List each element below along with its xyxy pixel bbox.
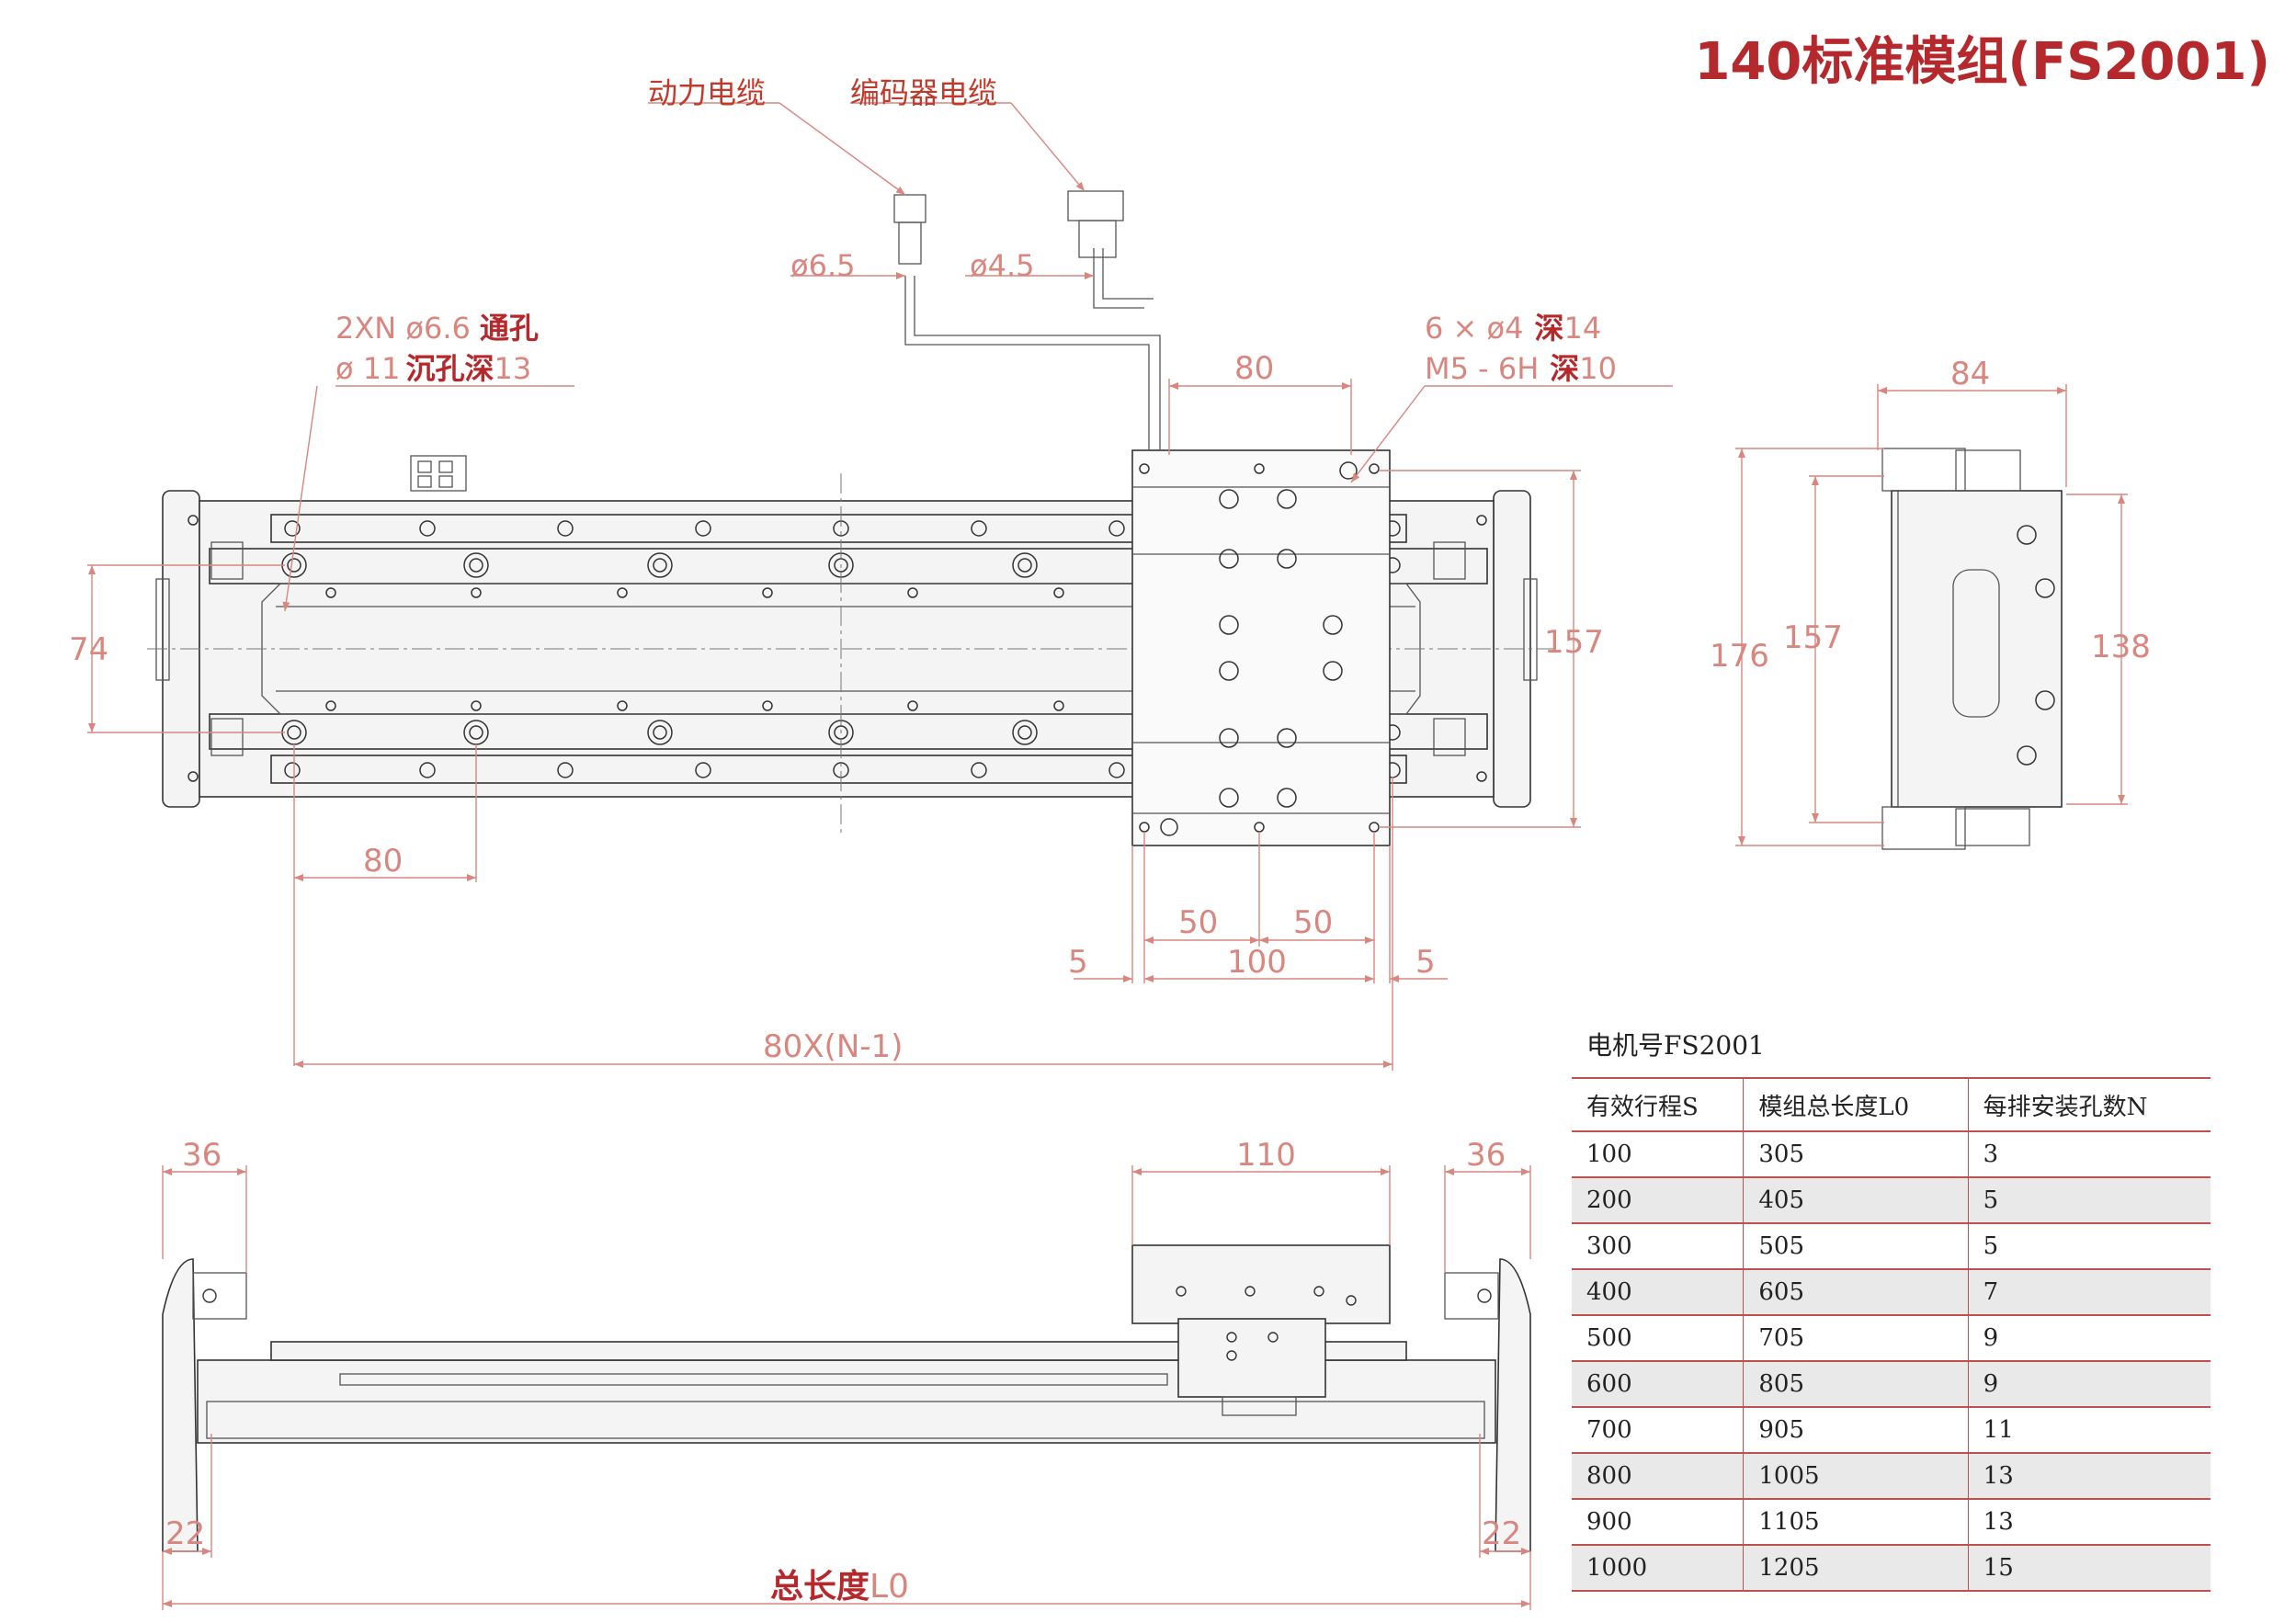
cell-holes: 13 [1967, 1499, 2211, 1546]
header-stroke: 有效行程S [1572, 1077, 1744, 1132]
side-view [1881, 448, 2063, 850]
power-cable-diameter: ø6.5 [790, 248, 855, 283]
total-length-label: 总长度L0 [770, 1568, 909, 1606]
cell-length: 1105 [1743, 1499, 1969, 1546]
cell-stroke: 700 [1572, 1407, 1744, 1454]
cell-length: 505 [1743, 1223, 1969, 1270]
dim-pitch: 80X(N-1) [763, 1028, 903, 1065]
table-header-row: 有效行程S 模组总长度L0 每排安装孔数N [1572, 1077, 2211, 1132]
dim-side-84: 84 [1950, 356, 1990, 392]
cell-length: 905 [1743, 1407, 1969, 1454]
cell-stroke: 1000 [1572, 1545, 1744, 1592]
cell-holes: 3 [1967, 1131, 2211, 1178]
top-view-dimensions [87, 102, 1673, 1071]
cell-holes: 15 [1967, 1545, 2211, 1592]
front-view [162, 1244, 1531, 1552]
front-view-dimensions: 36 110 36 22 22 总长度L0 [162, 1137, 1531, 1610]
cell-holes: 9 [1967, 1361, 2211, 1408]
page-title: 140标准模组(FS2001) [1694, 32, 2270, 92]
dim-front-22-left: 22 [165, 1515, 205, 1552]
dim-5-left: 5 [1068, 944, 1088, 981]
dim-side-157: 157 [1783, 619, 1843, 656]
cell-stroke: 300 [1572, 1223, 1744, 1270]
cell-stroke: 400 [1572, 1269, 1744, 1316]
dim-side-138: 138 [2091, 629, 2151, 665]
cell-holes: 5 [1967, 1223, 2211, 1270]
dim-top-80: 80 [1234, 350, 1274, 387]
dim-bottom-80: 80 [363, 843, 403, 880]
top-view [147, 190, 1553, 846]
dim-front-36-left: 36 [182, 1137, 222, 1174]
header-total-length: 模组总长度L0 [1743, 1077, 1969, 1132]
cell-holes: 9 [1967, 1315, 2211, 1362]
dim-157: 157 [1544, 624, 1604, 661]
cell-length: 605 [1743, 1269, 1969, 1316]
cell-stroke: 800 [1572, 1453, 1744, 1500]
cell-length: 805 [1743, 1361, 1969, 1408]
cell-holes: 5 [1967, 1177, 2211, 1224]
dim-front-22-right: 22 [1482, 1515, 1521, 1552]
cell-length: 405 [1743, 1177, 1969, 1224]
cell-stroke: 500 [1572, 1315, 1744, 1362]
dim-100: 100 [1227, 944, 1287, 981]
dim-front-110: 110 [1236, 1137, 1296, 1174]
header-hole-count: 每排安装孔数N [1967, 1077, 2211, 1132]
cell-stroke: 200 [1572, 1177, 1744, 1224]
dim-front-36-right: 36 [1466, 1137, 1506, 1174]
dim-74: 74 [69, 631, 108, 668]
cell-length: 1005 [1743, 1453, 1969, 1500]
dim-side-176: 176 [1710, 638, 1769, 675]
dim-5-right: 5 [1415, 944, 1436, 981]
cell-holes: 7 [1967, 1269, 2211, 1316]
dim-50-left: 50 [1178, 904, 1218, 941]
side-view-dimensions: 84 176 157 138 [1710, 356, 2151, 846]
dim-50-right: 50 [1293, 904, 1333, 941]
cell-stroke: 900 [1572, 1499, 1744, 1546]
cell-holes: 13 [1967, 1453, 2211, 1500]
cell-length: 305 [1743, 1131, 1969, 1178]
cell-stroke: 100 [1572, 1131, 1744, 1178]
power-cable-label: 动力电缆 [648, 75, 766, 110]
table-caption: 电机号FS2001 [1586, 1030, 1765, 1061]
cell-holes: 11 [1967, 1407, 2211, 1454]
cell-length: 1205 [1743, 1545, 1969, 1592]
cell-stroke: 600 [1572, 1361, 1744, 1408]
encoder-cable-diameter: ø4.5 [970, 248, 1034, 283]
encoder-cable-label: 编码器电缆 [850, 75, 997, 110]
cell-length: 705 [1743, 1315, 1969, 1362]
